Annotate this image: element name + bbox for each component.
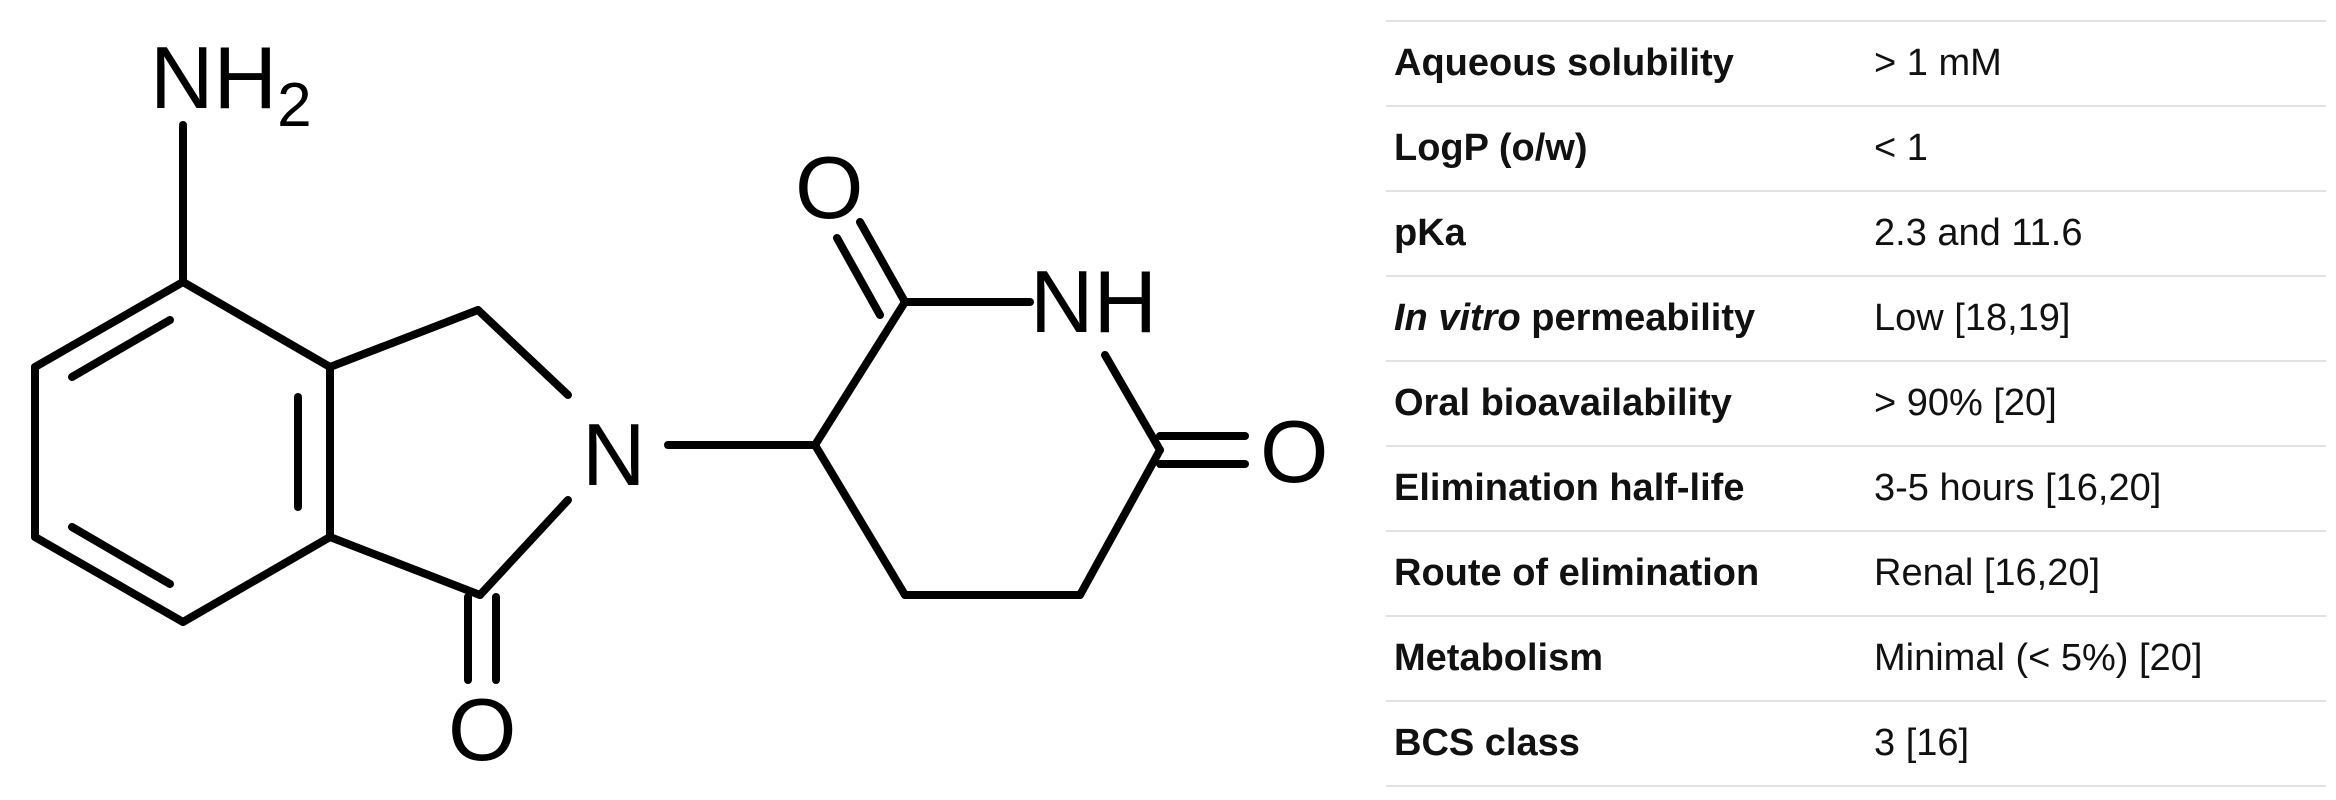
ring-nitrogen-label: N (582, 405, 646, 504)
structure-drawing: NH2 N NH O O O (31, 28, 1328, 779)
properties-panel: Aqueous solubility > 1 mM LogP (o/w) < 1… (1386, 20, 2326, 787)
chemical-structure: NH2 N NH O O O (31, 28, 1328, 779)
table-row: pKa 2.3 and 11.6 (1386, 190, 2326, 276)
oxo-bottom-label: O (448, 680, 516, 779)
property-value: Minimal (< 5%) [20] (1874, 615, 2326, 701)
bond (811, 441, 909, 599)
imide-nh-label: NH (1030, 252, 1157, 351)
property-label: In vitro permeability (1386, 275, 1874, 361)
bond (1076, 446, 1164, 599)
bond (31, 533, 187, 626)
bond (31, 278, 187, 371)
oxo-right-label: O (1260, 402, 1328, 501)
table-row: In vitro permeability Low [18,19] (1386, 275, 2326, 361)
oxo-top-label: O (795, 138, 863, 237)
property-label: Oral bioavailability (1386, 360, 1874, 446)
table-row: Aqueous solubility > 1 mM (1386, 20, 2326, 106)
bond (179, 278, 334, 371)
bond (474, 306, 572, 399)
property-label-italic: In vitro (1394, 297, 1521, 339)
property-label: pKa (1386, 190, 1874, 276)
property-value: < 1 (1874, 105, 2326, 191)
property-value: 3 [16] (1874, 700, 2326, 787)
property-value: Renal [16,20] (1874, 530, 2326, 616)
bond (326, 533, 484, 599)
property-value: 2.3 and 11.6 (1874, 190, 2326, 276)
bond (179, 533, 334, 626)
property-label: Elimination half-life (1386, 445, 1874, 531)
bond (811, 298, 909, 449)
table-row: Route of elimination Renal [16,20] (1386, 530, 2326, 616)
property-label: BCS class (1386, 700, 1874, 787)
table-row: Metabolism Minimal (< 5%) [20] (1386, 615, 2326, 701)
property-value: > 1 mM (1874, 20, 2326, 106)
bond (856, 218, 909, 306)
property-label: Route of elimination (1386, 530, 1874, 616)
property-label: Metabolism (1386, 615, 1874, 701)
properties-table: Aqueous solubility > 1 mM LogP (o/w) < 1… (1386, 20, 2326, 787)
bond (833, 234, 884, 319)
bond (476, 496, 572, 599)
property-value: Low [18,19] (1874, 275, 2326, 361)
property-value: > 90% [20] (1874, 360, 2326, 446)
bond (326, 306, 482, 371)
bond (68, 316, 174, 381)
property-value: 3-5 hours [16,20] (1874, 445, 2326, 531)
amine-label: NH2 (150, 28, 312, 140)
bond (1101, 351, 1164, 454)
property-label: LogP (o/w) (1386, 105, 1874, 191)
property-label: Aqueous solubility (1386, 20, 1874, 106)
table-row: Elimination half-life 3-5 hours [16,20] (1386, 445, 2326, 531)
bond (68, 523, 174, 588)
table-row: BCS class 3 [16] (1386, 700, 2326, 787)
table-row: Oral bioavailability > 90% [20] (1386, 360, 2326, 446)
table-row: LogP (o/w) < 1 (1386, 105, 2326, 191)
property-label-rest: permeability (1520, 297, 1756, 339)
